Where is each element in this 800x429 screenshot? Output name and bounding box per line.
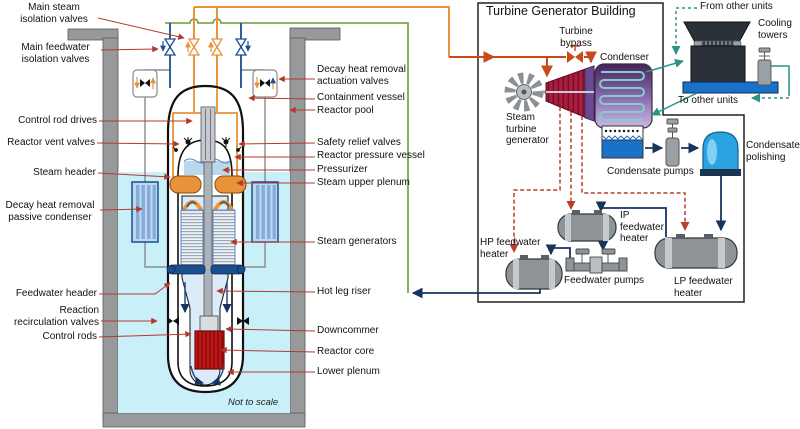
label-reaction-recirculation-valves: Reaction recirculation valves <box>13 305 99 328</box>
condensate-pump-shape <box>665 118 680 167</box>
pool-wall-right <box>289 37 306 419</box>
control-rods-shape <box>199 315 219 332</box>
label-feedwater-header: Feedwater header <box>15 288 97 299</box>
lp-feedwater-heater-shape <box>654 234 738 269</box>
cooling-towers-shape <box>682 21 779 94</box>
main-feedwater-lines-navy <box>169 23 242 88</box>
dhr-piping <box>144 69 266 268</box>
extraction-steam-lines <box>509 107 690 253</box>
recirculation-valve-icons <box>167 317 249 325</box>
ip-feedwater-heater-shape <box>557 210 617 242</box>
feedwater-pumps-shape <box>565 248 628 274</box>
label-cooling-towers: Cooling towers <box>758 18 792 41</box>
hot-leg-riser-shape <box>203 161 213 319</box>
turbine-bypass-valve-icon <box>567 45 583 63</box>
label-not-to-scale: Not to scale <box>228 397 279 408</box>
label-steam-upper-plenum: Steam upper plenum <box>317 177 410 188</box>
pool-wall-left-lip <box>67 28 119 41</box>
feedwater-isolation-valve-icon <box>163 38 177 56</box>
generator-fan-icon <box>504 72 544 112</box>
label-reactor-pressure-vessel: Reactor pressure vessel <box>317 150 425 161</box>
downcomer-arrows <box>180 282 232 313</box>
label-condensate-pumps: Condensate pumps <box>607 166 694 177</box>
label-steam-header: Steam header <box>33 167 96 178</box>
steam-risers-in-containment <box>193 88 218 113</box>
label-hp-feedwater-heater: HP feedwater heater <box>480 237 541 260</box>
safety-relief-valve-icons <box>172 137 242 152</box>
feedwater-isolation-valve-icon <box>234 38 248 56</box>
cooling-tower-pump <box>757 47 772 86</box>
hp-feedwater-heater-shape <box>505 255 563 290</box>
label-control-rods: Control rods <box>42 331 97 342</box>
control-rod-drives-shape <box>200 106 216 163</box>
label-main-steam-isolation-valves: Main steam isolation valves <box>20 2 88 25</box>
label-from-other-units: From other units <box>700 1 773 12</box>
label-feedwater-pumps: Feedwater pumps <box>564 275 645 286</box>
condensate-polishing-shape <box>700 131 741 176</box>
leader-lines <box>96 17 316 376</box>
label-lp-feedwater-heater: LP feedwater heater <box>674 276 733 299</box>
lower-plenum-arrows <box>190 365 225 386</box>
condenser-coils <box>599 71 645 121</box>
label-reactor-core: Reactor core <box>317 346 375 357</box>
label-steam-turbine-generator: Steam turbine generator <box>506 112 549 146</box>
isolation-valves <box>163 38 248 56</box>
pool-wall-left <box>102 37 119 419</box>
reactor-pool-structure <box>67 27 341 428</box>
label-lower-plenum: Lower plenum <box>317 366 380 377</box>
label-control-rod-drives: Control rod drives <box>18 115 97 126</box>
steam-isolation-valve-icon <box>187 38 201 56</box>
pool-wall-right-lip <box>289 27 341 41</box>
label-hot-leg-riser: Hot leg riser <box>317 286 371 297</box>
label-condensate-polishing: Condensate polishing <box>746 140 800 163</box>
label-to-other-units: To other units <box>678 95 739 106</box>
pool-floor <box>102 412 306 428</box>
label-safety-relief-valves: Safety relief valves <box>317 137 401 148</box>
valve-flow-arrows <box>160 41 251 52</box>
cooling-tower-basin <box>682 81 779 94</box>
label-ip-feedwater-heater: IP feedwater heater <box>620 210 664 244</box>
condenser-shape <box>594 63 653 159</box>
label-dhr-actuation-valves: Decay heat removal actuation valves <box>317 64 406 87</box>
circulating-water-lines <box>645 7 790 116</box>
label-steam-generators: Steam generators <box>317 236 397 247</box>
label-dhr-passive-condenser: Decay heat removal passive condenser <box>5 200 95 223</box>
dhr-actuation-valve-left <box>132 69 158 98</box>
turbine-building-outline <box>477 2 745 303</box>
label-turbine-generator-building: Turbine Generator Building <box>486 4 636 18</box>
steam-turbine-generator-shape <box>504 65 597 122</box>
label-reactor-vent-valves: Reactor vent valves <box>7 137 95 148</box>
label-pressurizer: Pressurizer <box>317 164 368 175</box>
condensate-feedwater-lines <box>411 142 727 299</box>
feedwater-supply-line-green <box>165 18 409 293</box>
reactor-core-shape <box>194 330 225 370</box>
feedwater-header-shape <box>166 264 246 275</box>
plenum-flow-curls <box>186 201 230 208</box>
label-downcommer: Downcommer <box>317 325 379 336</box>
steam-isolation-valve-icon <box>210 38 224 56</box>
main-steam-hot-line <box>449 51 597 78</box>
label-containment-vessel: Containment vessel <box>317 92 405 103</box>
label-main-feedwater-isolation-valves: Main feedwater isolation valves <box>21 42 90 65</box>
dhr-actuation-valve-right <box>252 69 278 98</box>
label-condenser: Condenser <box>600 52 649 63</box>
condenser-hotwell <box>601 139 644 159</box>
label-turbine-bypass: Turbine bypass <box>559 26 593 49</box>
label-reactor-pool: Reactor pool <box>317 105 374 116</box>
